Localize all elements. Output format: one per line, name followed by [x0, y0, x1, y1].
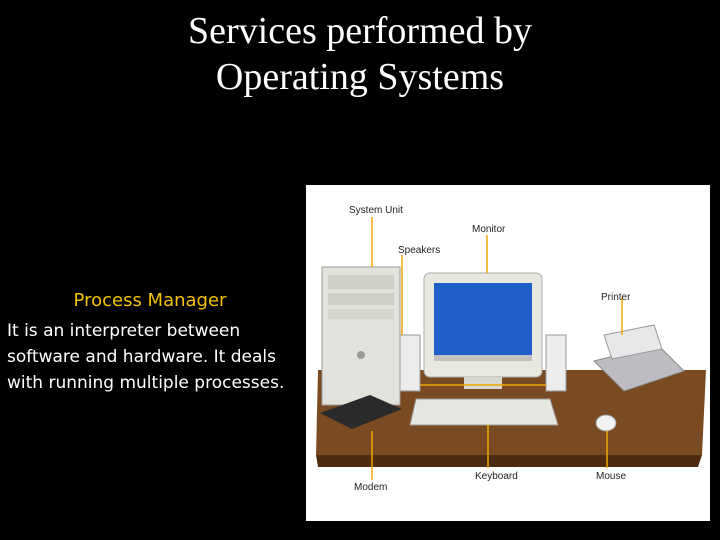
label-printer: Printer	[601, 292, 631, 303]
label-speakers: Speakers	[398, 245, 440, 256]
title-line-2: Operating Systems	[215, 56, 505, 98]
label-monitor: Monitor	[472, 224, 506, 235]
label-mouse: Mouse	[596, 471, 626, 482]
right-speaker	[545, 334, 567, 392]
computer-system-illustration: System Unit Monitor Speakers Printer Mod…	[316, 205, 706, 493]
label-system-unit: System Unit	[349, 205, 403, 216]
slide-title: Services performed by Operating Systems	[0, 8, 720, 100]
keyboard	[409, 398, 559, 426]
label-arrows	[371, 217, 623, 480]
label-keyboard: Keyboard	[475, 471, 518, 482]
desk-edge	[316, 455, 702, 467]
process-manager-description: It is an interpreter between software an…	[7, 321, 285, 393]
title-line-1: Services performed by	[188, 10, 532, 52]
computer-system-photo: System Unit Monitor Speakers Printer Mod…	[306, 185, 710, 521]
mouse	[595, 414, 617, 432]
process-manager-heading: Process Manager	[73, 290, 227, 311]
monitor	[423, 272, 543, 389]
left-speaker	[399, 334, 421, 392]
label-modem: Modem	[354, 482, 387, 493]
printer	[593, 324, 685, 392]
system-unit-tower	[321, 266, 401, 406]
modem	[320, 395, 402, 429]
